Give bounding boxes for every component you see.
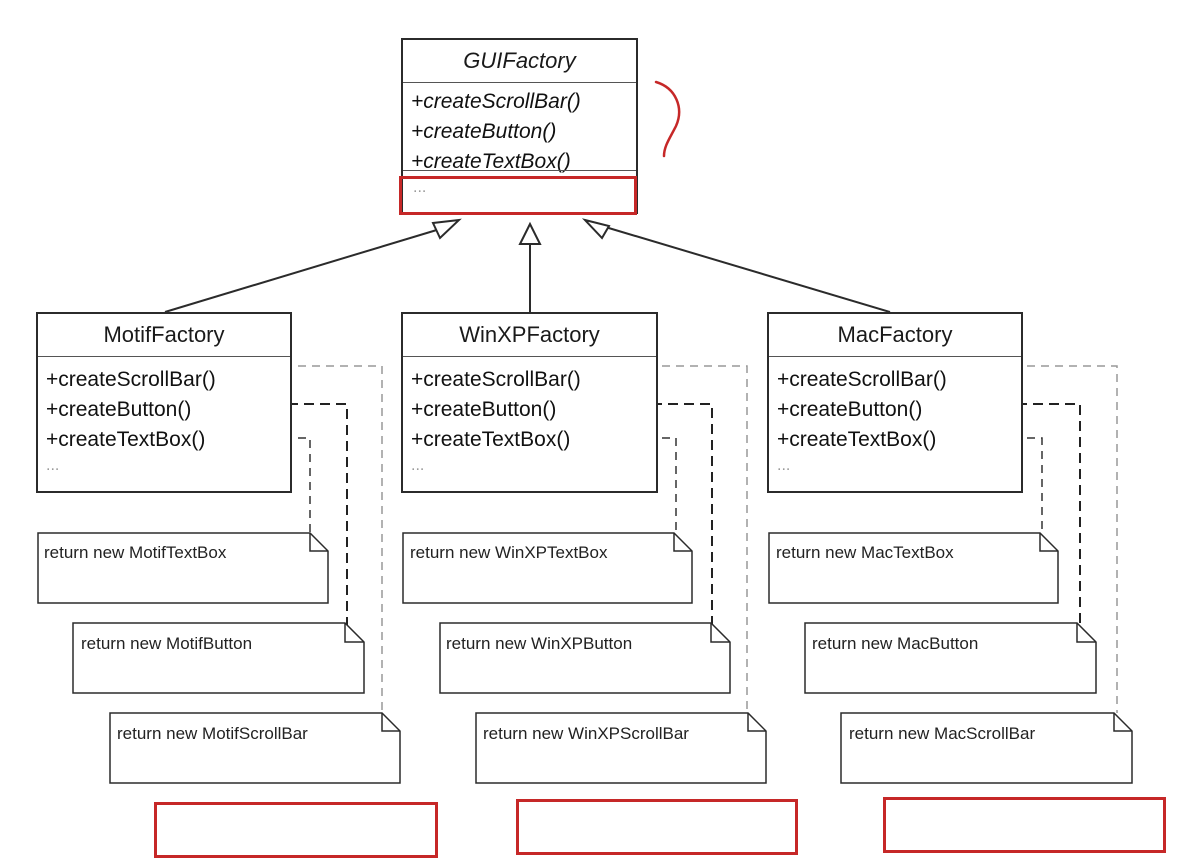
operation: +createScrollBar() [777,368,947,391]
class-guifactory: GUIFactory +createScrollBar() +createBut… [401,38,638,214]
note-text: return new MacButton [812,634,978,653]
note-winxp-button: return new WinXPButton [439,622,731,694]
note-text: return new WinXPButton [446,634,632,653]
note-winxp-textbox: return new WinXPTextBox [402,532,693,604]
operation: +createTextBox() [411,428,571,451]
ellipsis: ... [411,457,425,474]
note-text: return new MacTextBox [776,543,954,562]
operations-list: +createScrollBar() +createButton() +crea… [403,83,636,177]
highlight-box-blank-motif [154,802,438,858]
class-winxpfactory: WinXPFactory +createScrollBar() +createB… [401,312,658,493]
note-text: return new WinXPTextBox [410,543,608,562]
note-text: return new MotifButton [81,634,252,653]
operation: +createScrollBar() [411,90,581,113]
operations-list: +createScrollBar() +createButton() +crea… [38,357,290,477]
note-motif-button: return new MotifButton [72,622,365,694]
class-name: GUIFactory [403,40,636,83]
operation: +createScrollBar() [46,368,216,391]
operation: +createButton() [411,120,557,143]
operation: +createButton() [777,398,923,421]
class-name: MotifFactory [38,314,290,357]
red-bracket-annotation [654,80,681,158]
inheritance-arrowhead-motif [431,218,462,240]
inheritance-arrowhead-winxp [518,221,542,245]
highlight-box-blank-winxp [516,799,798,855]
note-winxp-scrollbar: return new WinXPScrollBar [475,712,767,784]
highlight-box-blank-mac [883,797,1166,853]
class-macfactory: MacFactory +createScrollBar() +createBut… [767,312,1023,493]
ellipsis: ... [46,457,60,474]
ellipsis: ... [777,457,791,474]
ellipsis-compartment: ... [403,170,636,212]
note-mac-scrollbar: return new MacScrollBar [840,712,1133,784]
operations-list: +createScrollBar() +createButton() +crea… [769,357,1021,477]
note-mac-textbox: return new MacTextBox [768,532,1059,604]
note-motif-textbox: return new MotifTextBox [37,532,329,604]
note-motif-scrollbar: return new MotifScrollBar [109,712,401,784]
operation: +createTextBox() [411,150,571,173]
inheritance-line-mac [601,225,891,313]
note-text: return new MotifTextBox [44,543,227,562]
class-name: WinXPFactory [403,314,656,357]
class-name: MacFactory [769,314,1021,357]
note-text: return new WinXPScrollBar [483,724,689,743]
operation: +createButton() [411,398,557,421]
inheritance-arrowhead-mac [581,218,611,240]
operation: +createButton() [46,398,192,421]
operation: +createTextBox() [777,428,937,451]
highlight-box-guifactory-ellipsis [399,176,637,215]
note-text: return new MacScrollBar [849,724,1035,743]
operation: +createTextBox() [46,428,206,451]
operation: +createScrollBar() [411,368,581,391]
class-motiffactory: MotifFactory +createScrollBar() +createB… [36,312,292,493]
note-text: return new MotifScrollBar [117,724,308,743]
operations-list: +createScrollBar() +createButton() +crea… [403,357,656,477]
note-mac-button: return new MacButton [804,622,1097,694]
inheritance-line-motif [164,225,451,313]
